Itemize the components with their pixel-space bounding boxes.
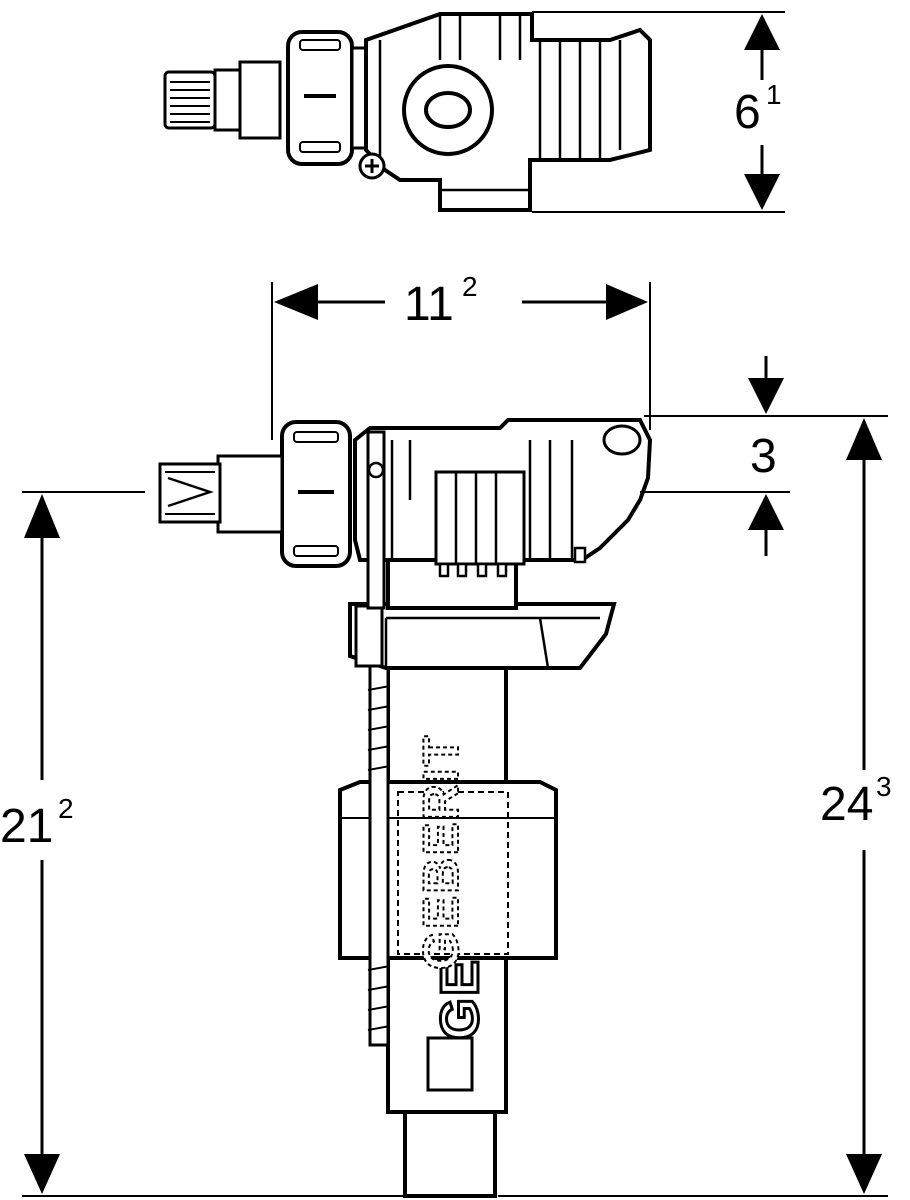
dimension-width: 11 2 xyxy=(271,271,651,440)
arrow-up-icon xyxy=(846,418,882,460)
left-height-sup: 2 xyxy=(58,793,74,824)
top-height-value: 6 xyxy=(734,86,761,139)
arrow-down-icon xyxy=(24,1154,60,1194)
total-height-sup: 3 xyxy=(876,771,892,802)
total-height-value: 24 xyxy=(820,778,873,831)
width-sup: 2 xyxy=(462,271,478,302)
arrow-down-icon xyxy=(846,1154,882,1194)
dimension-left-height: 21 2 xyxy=(0,491,410,1197)
arrow-right-icon xyxy=(606,284,648,320)
dimension-top-height: 6 1 xyxy=(532,11,785,213)
arrow-down-icon xyxy=(748,378,784,414)
left-height-value: 21 xyxy=(0,800,53,853)
head-height-value: 3 xyxy=(750,430,777,483)
side-view: GEBERIT GEBERIT xyxy=(158,418,653,1198)
width-value: 11 xyxy=(404,278,454,331)
arrow-down-icon xyxy=(744,174,780,210)
arrow-up-icon xyxy=(748,494,784,530)
brand-text-float: GEBERIT xyxy=(413,734,469,970)
arrow-up-icon xyxy=(24,494,60,538)
arrow-up-icon xyxy=(744,14,780,50)
dimension-total-height: 24 3 xyxy=(498,418,892,1197)
arrow-left-icon xyxy=(274,284,318,320)
top-height-sup: 1 xyxy=(766,79,782,110)
dimension-head-height: 3 xyxy=(640,356,888,556)
top-view xyxy=(163,12,652,212)
